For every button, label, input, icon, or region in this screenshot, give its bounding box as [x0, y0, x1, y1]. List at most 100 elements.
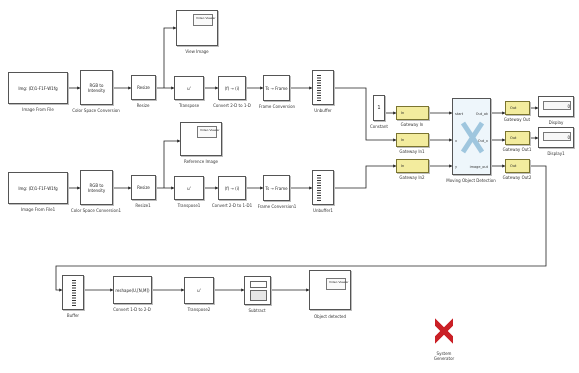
- unbuffer-label-1: Unbuffer: [314, 108, 332, 113]
- gateway-in-label-1: Gateway In: [400, 122, 424, 127]
- frame-conversion-block-2[interactable]: Ts → Frame: [263, 175, 290, 201]
- convert-2d-1d-block-2[interactable]: (f) → (i): [218, 176, 246, 200]
- subtract-label: Subtract: [248, 308, 266, 313]
- video-viewer-block-3[interactable]: Video Viewer: [309, 270, 351, 310]
- display-label-2: Display1: [547, 151, 565, 156]
- display-value-2: 0: [567, 135, 570, 140]
- detector-port-out-1: Out_ok: [475, 112, 488, 116]
- display-value-1: 0: [567, 104, 570, 109]
- gateway-out-label-2: Gateway Out1: [502, 147, 532, 152]
- sysgen-watermark-icon: [460, 121, 485, 154]
- frame-conversion-text-2: Ts → Frame: [265, 185, 288, 191]
- video-viewer-label-1: View Image: [185, 49, 209, 54]
- transpose-block-3[interactable]: u': [184, 277, 214, 304]
- resize-block-2[interactable]: Resize: [131, 175, 156, 200]
- transpose-text-1: u': [187, 85, 191, 91]
- detector-port-out-3: image_out: [469, 165, 488, 169]
- rgb-to-intensity-text-2: RGB to Intensity: [87, 182, 106, 193]
- subtract-block[interactable]: [244, 276, 271, 305]
- frame-conversion-label-2: Frame Conversion1: [257, 204, 297, 209]
- frame-conversion-block-1[interactable]: Ts → Frame: [263, 75, 290, 101]
- video-viewer-label-2: Reference Image: [184, 159, 218, 164]
- gateway-out-text-1: Out: [510, 105, 517, 110]
- system-generator-icon[interactable]: [435, 318, 453, 344]
- buffer-bars-icon: [317, 75, 321, 101]
- resize-label-1: Resize: [136, 103, 150, 108]
- transpose-block-2[interactable]: u': [174, 176, 204, 200]
- system-generator-label-line1: System: [436, 351, 452, 356]
- resize-label-2: Resize1: [135, 203, 151, 208]
- rgb-to-intensity-label-1: Color Space Conversion: [72, 108, 120, 113]
- viewer-screen-icon: [197, 126, 217, 138]
- display-screen: [543, 101, 571, 110]
- image-from-file-label-1: Image From File: [22, 107, 54, 112]
- line-resize2-view2[interactable]: [163, 139, 181, 188]
- gateway-in-label-2: Gateway In1: [399, 149, 425, 154]
- resize-block-1[interactable]: Resize: [131, 75, 156, 100]
- convert-2d-1d-text-2: (f) → (i): [224, 185, 240, 191]
- video-viewer-block-1[interactable]: Video Viewer: [176, 10, 218, 46]
- line-unbuffer1-gwin2[interactable]: [334, 87, 397, 142]
- convert-2d-1d-block-1[interactable]: (f) → (i): [218, 76, 246, 100]
- transpose-block-1[interactable]: u': [174, 76, 204, 100]
- display-block-1[interactable]: 0: [538, 96, 574, 117]
- gateway-out-label-3: Gateway Out2: [502, 175, 532, 180]
- detector-port-in-2: x: [455, 139, 458, 143]
- moving-object-detection-subsystem[interactable]: start x y Out_ok Out_x image_out: [452, 98, 491, 175]
- convert-2d-1d-label-2: Convert 2-D to 1-D1: [211, 203, 253, 208]
- line-unbuffer2-gwin3[interactable]: [334, 164, 397, 189]
- display-screen: [543, 132, 571, 141]
- viewer-screen-icon: [193, 14, 213, 26]
- frame-conversion-text-1: Ts → Frame: [265, 85, 288, 91]
- transpose-label-1: Transpose: [178, 103, 200, 108]
- gateway-in-block-3[interactable]: In: [396, 159, 429, 173]
- gateway-in-text-3: In: [401, 163, 405, 168]
- constant-text: 1: [377, 104, 381, 111]
- viewer-screen-icon: [326, 278, 346, 290]
- gateway-out-block-2[interactable]: Out: [505, 131, 530, 145]
- display-label-1: Display: [548, 120, 564, 125]
- resize-text-1: Resize: [137, 85, 150, 90]
- image-from-file-block-2[interactable]: Img: (D)1-F1F-W1fg: [8, 172, 68, 204]
- video-viewer-text-1: Video Viewer: [196, 16, 216, 20]
- gateway-out-label-1: Gateway Out: [503, 117, 531, 122]
- video-viewer-block-2[interactable]: Video Viewer: [180, 122, 222, 156]
- detector-label: Moving Object Detection: [446, 178, 496, 183]
- subtract-icon-bottom: [250, 290, 267, 301]
- line-resize1-view1[interactable]: [163, 26, 177, 88]
- line-gwout3-buffer[interactable]: [55, 165, 547, 292]
- buffer-label: Buffer: [66, 313, 80, 318]
- gateway-in-text-1: In: [401, 110, 405, 115]
- video-viewer-label-3: Object detected: [313, 314, 347, 319]
- gateway-out-block-3[interactable]: Out: [505, 159, 530, 173]
- rgb-to-intensity-block-2[interactable]: RGB to Intensity: [80, 170, 113, 205]
- gateway-out-text-3: Out: [510, 163, 517, 168]
- gateway-out-block-1[interactable]: Out: [505, 101, 530, 115]
- image-from-file-text-2: Img: (D)1-F1F-W1fg: [18, 185, 58, 191]
- convert-1d-2d-label: Convert 1-D to 2-D: [113, 307, 151, 312]
- display-block-2[interactable]: 0: [538, 127, 574, 148]
- transpose-text-2: u': [187, 185, 191, 191]
- constant-label: Constant: [370, 124, 388, 129]
- image-from-file-block-1[interactable]: Img: (D)1-F1F-W1fg: [8, 72, 68, 104]
- system-generator-label: System Generator: [434, 351, 454, 362]
- buffer-bars-icon: [72, 280, 76, 306]
- video-viewer-text-3: Video Viewer: [329, 280, 349, 284]
- detector-port-out-2: Out_x: [477, 139, 488, 143]
- constant-block[interactable]: 1: [373, 95, 385, 121]
- rgb-to-intensity-label-2: Color Space Conversion1: [70, 208, 122, 213]
- image-from-file-label-2: Image From File1: [20, 207, 56, 212]
- gateway-in-block-1[interactable]: In: [396, 106, 429, 120]
- rgb-to-intensity-block-1[interactable]: RGB to Intensity: [80, 70, 113, 105]
- convert-1d-2d-block[interactable]: reshape(U,[N,M]): [113, 276, 152, 304]
- gateway-in-block-2[interactable]: In: [396, 133, 429, 147]
- transpose-text-3: u': [197, 288, 201, 293]
- unbuffer-label-2: Unbuffer1: [313, 208, 333, 213]
- gateway-out-text-2: Out: [510, 135, 517, 140]
- unbuffer-block-1[interactable]: [312, 70, 334, 105]
- buffer-block[interactable]: [62, 275, 84, 310]
- unbuffer-block-2[interactable]: [312, 170, 334, 205]
- gateway-in-label-3: Gateway In2: [399, 175, 425, 180]
